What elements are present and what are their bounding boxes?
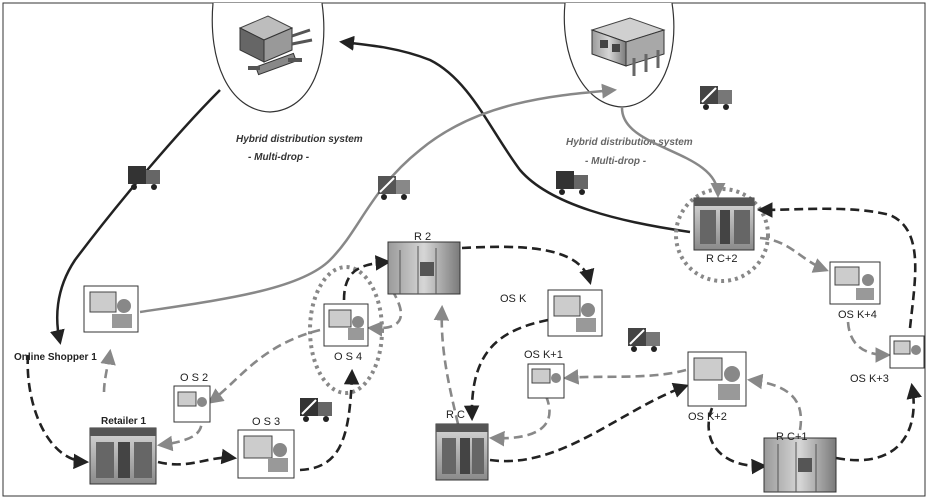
route-4 [342,255,392,301]
computer-user-icon [527,363,565,399]
route-1 [26,354,90,470]
route-6 [463,318,549,422]
store-icon [693,197,755,251]
label-os-k2: OS K+2 [688,411,727,423]
computer-user-icon [547,289,603,337]
warehouse-building-icon [590,17,666,76]
truck-icon [628,328,660,352]
computer-user-icon [323,303,369,347]
hub-1-subtitle: - Multi-drop - [248,152,310,163]
label-os-k4: OS K+4 [838,309,877,321]
route-14 [366,289,403,337]
truck-icon [556,171,588,195]
hub2-to-rc2-arrow [620,107,726,198]
computer-user-icon [173,385,211,423]
route-15 [433,304,460,425]
label-online-shopper-1: Online Shopper 1 [14,352,97,363]
route-11 [100,348,116,393]
label-os-2: O S 2 [180,372,208,384]
route-18 [746,373,803,431]
shopper1-to-hub2-arrow [139,83,617,314]
route-16 [562,368,687,385]
store-icon [435,423,489,481]
label-rc2: R C+2 [706,253,738,265]
hub-1-title: Hybrid distribution system [236,134,363,145]
warehouse-machine-icon [238,15,313,76]
computer-user-icon [829,261,881,305]
route-3 [299,368,360,472]
route-7 [489,382,689,463]
label-rc1: R C+1 [776,431,808,443]
route-9 [835,382,922,462]
hub-2-subtitle: - Multi-drop - [585,156,647,167]
store-icon [763,437,837,493]
truck-icon [128,166,160,190]
store-icon [89,427,157,485]
truck-icon [300,398,332,422]
rc2-cluster [674,187,770,283]
route-19 [846,321,892,363]
store-icon [387,241,461,295]
computer-user-icon [83,285,139,333]
route-10 [756,202,917,329]
label-retailer-1: Retailer 1 [101,416,146,427]
hub-2-title: Hybrid distribution system [566,137,693,148]
label-os-3: O S 3 [252,416,280,428]
label-r-2: R 2 [414,231,431,243]
rc2-to-hub1-arrow [339,35,691,234]
label-os-k3: OS K+3 [850,373,889,385]
route-20 [759,236,829,273]
route-17 [488,395,551,447]
label-os-4: O S 4 [334,351,362,363]
label-rc: R C [446,409,465,421]
route-13 [207,328,321,404]
label-os-k1: OS K+1 [524,349,563,361]
computer-user-icon [687,351,747,407]
computer-user-icon [889,335,925,369]
truck-icon [700,86,732,110]
route-5 [461,245,595,286]
label-os-k: OS K [500,293,527,305]
hub1-to-shopper1-arrow [50,89,221,345]
computer-user-icon [237,429,295,479]
truck-icon [378,176,410,200]
route-8 [707,407,768,475]
